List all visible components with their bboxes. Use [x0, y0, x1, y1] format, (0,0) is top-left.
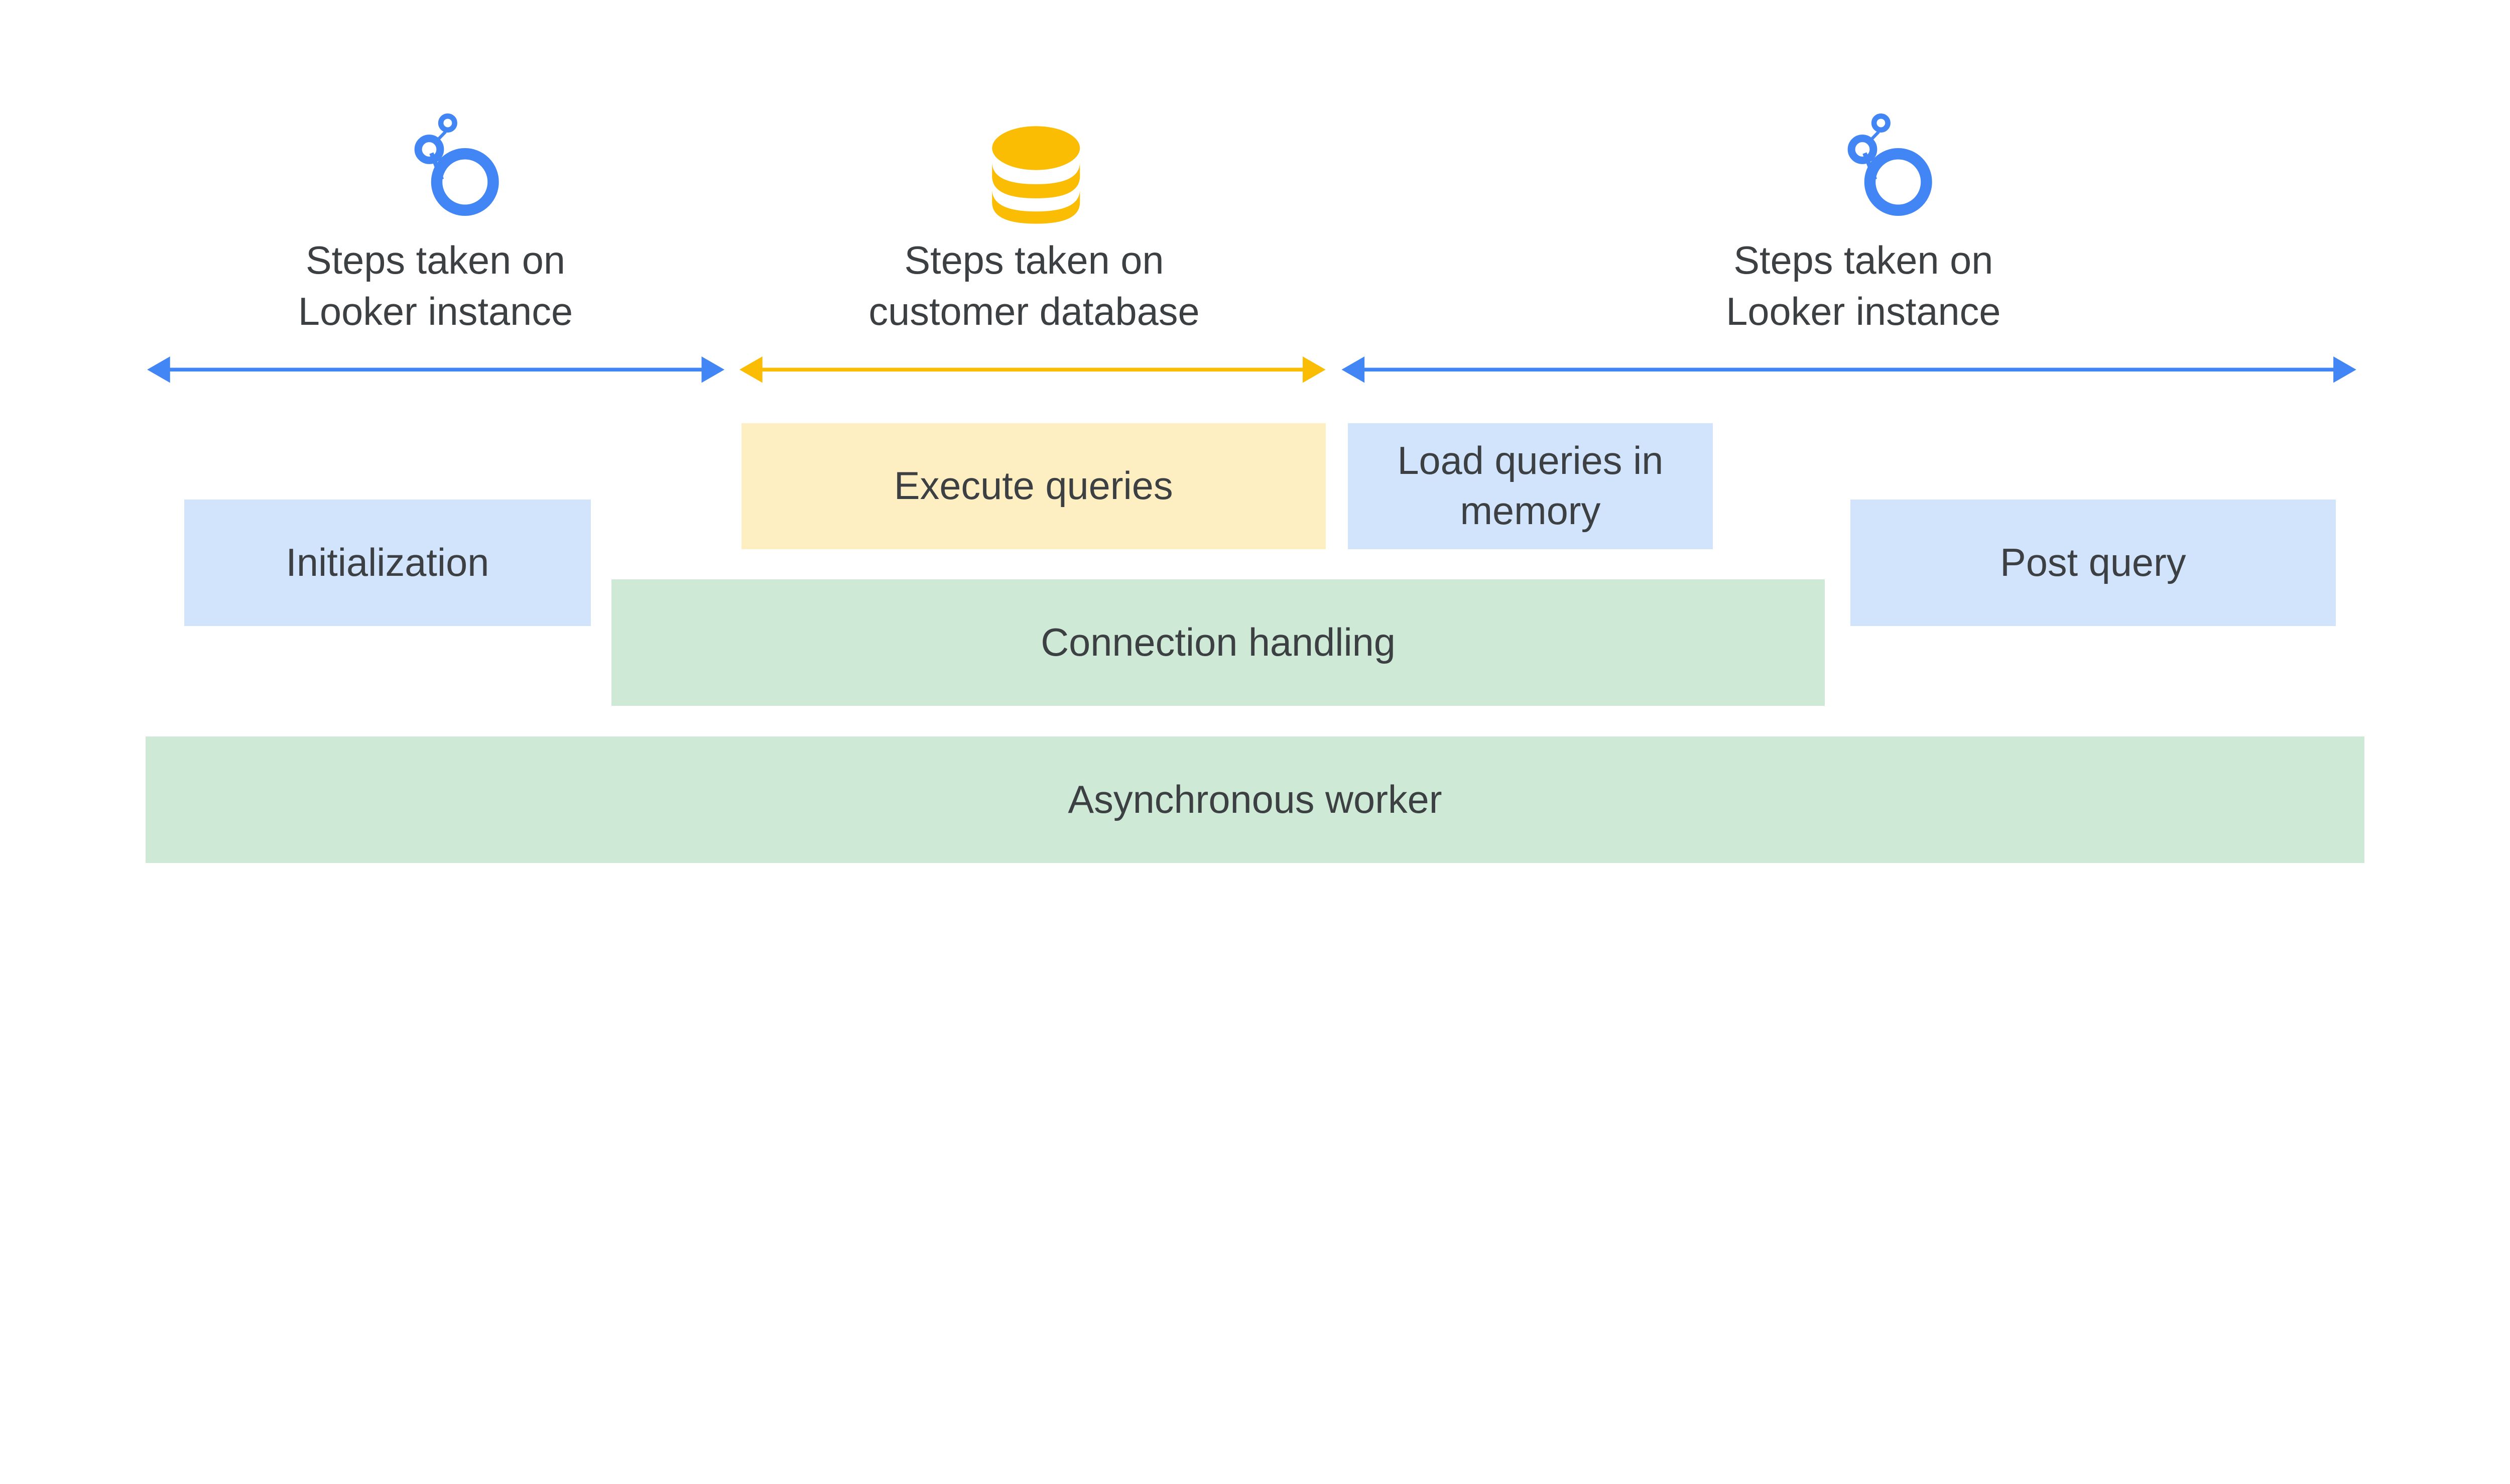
box-label: Connection handling: [1041, 621, 1396, 665]
heading-line: Looker instance: [1726, 290, 2001, 333]
connection-handling-box: Connection handling: [611, 579, 1825, 706]
box-label: Asynchronous worker: [1068, 778, 1442, 821]
heading-line: Steps taken on: [904, 238, 1164, 282]
looker-span-arrow-left: [147, 356, 725, 383]
section-heading-database: Steps taken on customer database: [815, 235, 1254, 338]
box-label: Post query: [2000, 541, 2186, 584]
heading-line: Steps taken on: [1733, 238, 1993, 282]
load-queries-box: Load queries in memory: [1348, 423, 1713, 549]
heading-line: Looker instance: [298, 290, 573, 333]
looker-span-arrow-right: [1341, 356, 2356, 383]
box-label: Initialization: [286, 541, 489, 584]
box-label: Execute queries: [894, 464, 1173, 508]
initialization-box: Initialization: [184, 500, 591, 626]
post-query-box: Post query: [1850, 500, 2336, 626]
looker-icon: [418, 116, 493, 210]
diagram-graphics: [147, 0, 2356, 383]
execute-queries-box: Execute queries: [741, 423, 1326, 549]
section-heading-looker-2: Steps taken on Looker instance: [1644, 235, 2083, 338]
database-icon: [992, 126, 1080, 224]
heading-line: customer database: [868, 290, 1200, 333]
heading-line: Steps taken on: [305, 238, 566, 282]
database-span-arrow: [739, 356, 1326, 383]
asynchronous-worker-box: Asynchronous worker: [146, 736, 2364, 863]
section-heading-looker-1: Steps taken on Looker instance: [216, 235, 655, 338]
box-label: Load queries in memory: [1397, 439, 1664, 533]
looker-icon: [1851, 116, 1926, 210]
